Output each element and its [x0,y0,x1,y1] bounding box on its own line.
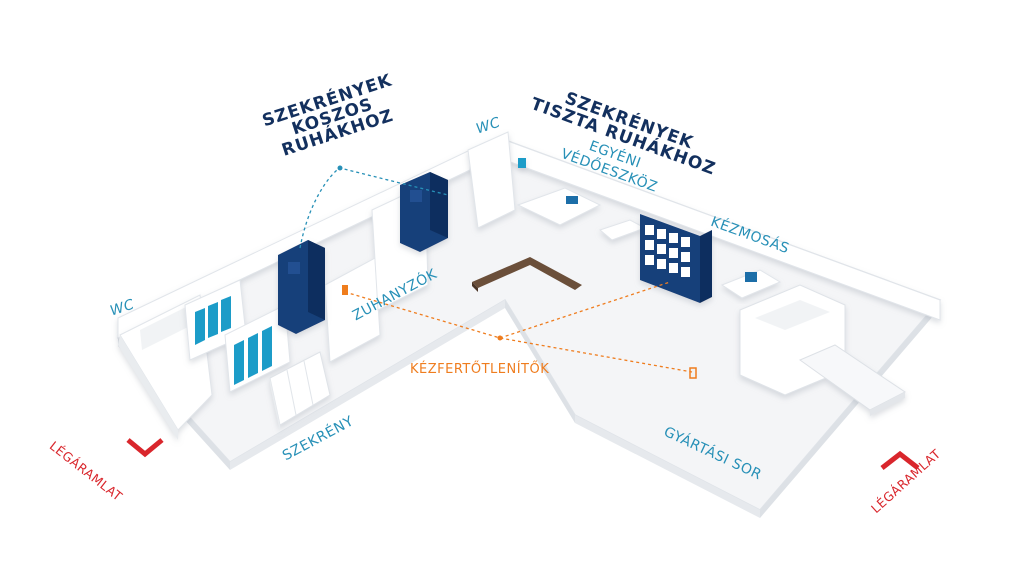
leader-lines [299,165,693,373]
center-bench [472,257,582,292]
wc-right-room [467,131,526,229]
teal-lockers [184,279,291,393]
white-locker-bank [269,351,331,432]
shower-cubicles [324,184,429,363]
clean-lockers-grid [640,214,712,303]
chevron-airflow-icon [880,450,920,470]
ppe-counter [516,187,647,241]
sanitizer-dispensers [689,367,697,379]
sanitizers-label: KÉZFERTŐTLENÍTŐK [410,362,550,377]
handwash-station [720,269,782,299]
production-machine [739,284,906,416]
navy-lockers-dirty [278,172,448,334]
chevron-airflow-icon [126,438,164,458]
